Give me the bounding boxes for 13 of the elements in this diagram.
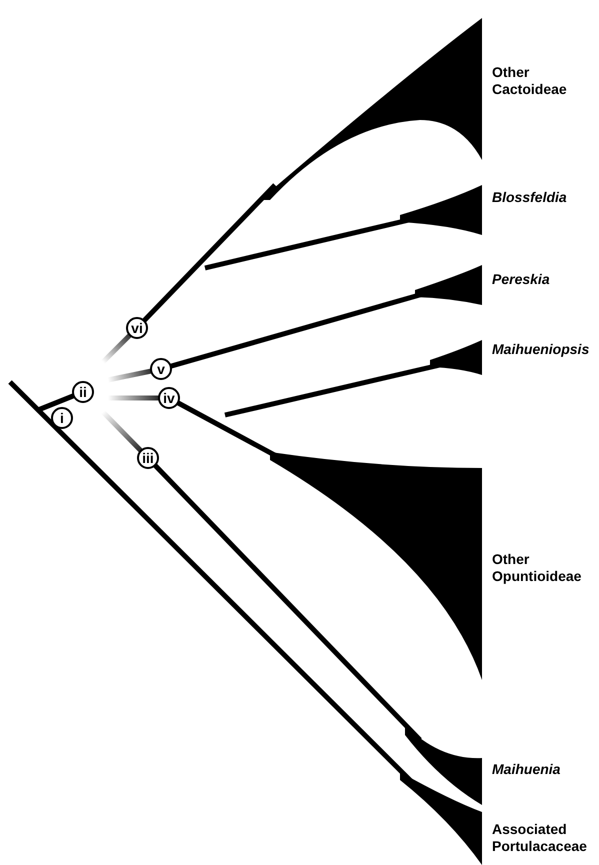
node-circle: vi [126, 317, 148, 339]
taxon-label: Maihuenia [492, 761, 562, 778]
taxon-label: Pereskia [492, 271, 551, 288]
node-circle: ii [72, 381, 94, 403]
node-circle: iv [158, 387, 180, 409]
taxon-label: Other Cactoideae [492, 64, 568, 98]
taxon-label: Maihueniopsis [492, 341, 590, 358]
taxon-label: Other Opuntioideae [492, 551, 582, 585]
taxon-label: Associated Portulacaceae [492, 821, 588, 855]
node-circle: v [150, 358, 172, 380]
taxon-label: Blossfeldia [492, 189, 568, 206]
node-circle: i [51, 407, 73, 429]
node-circle: iii [137, 447, 159, 469]
